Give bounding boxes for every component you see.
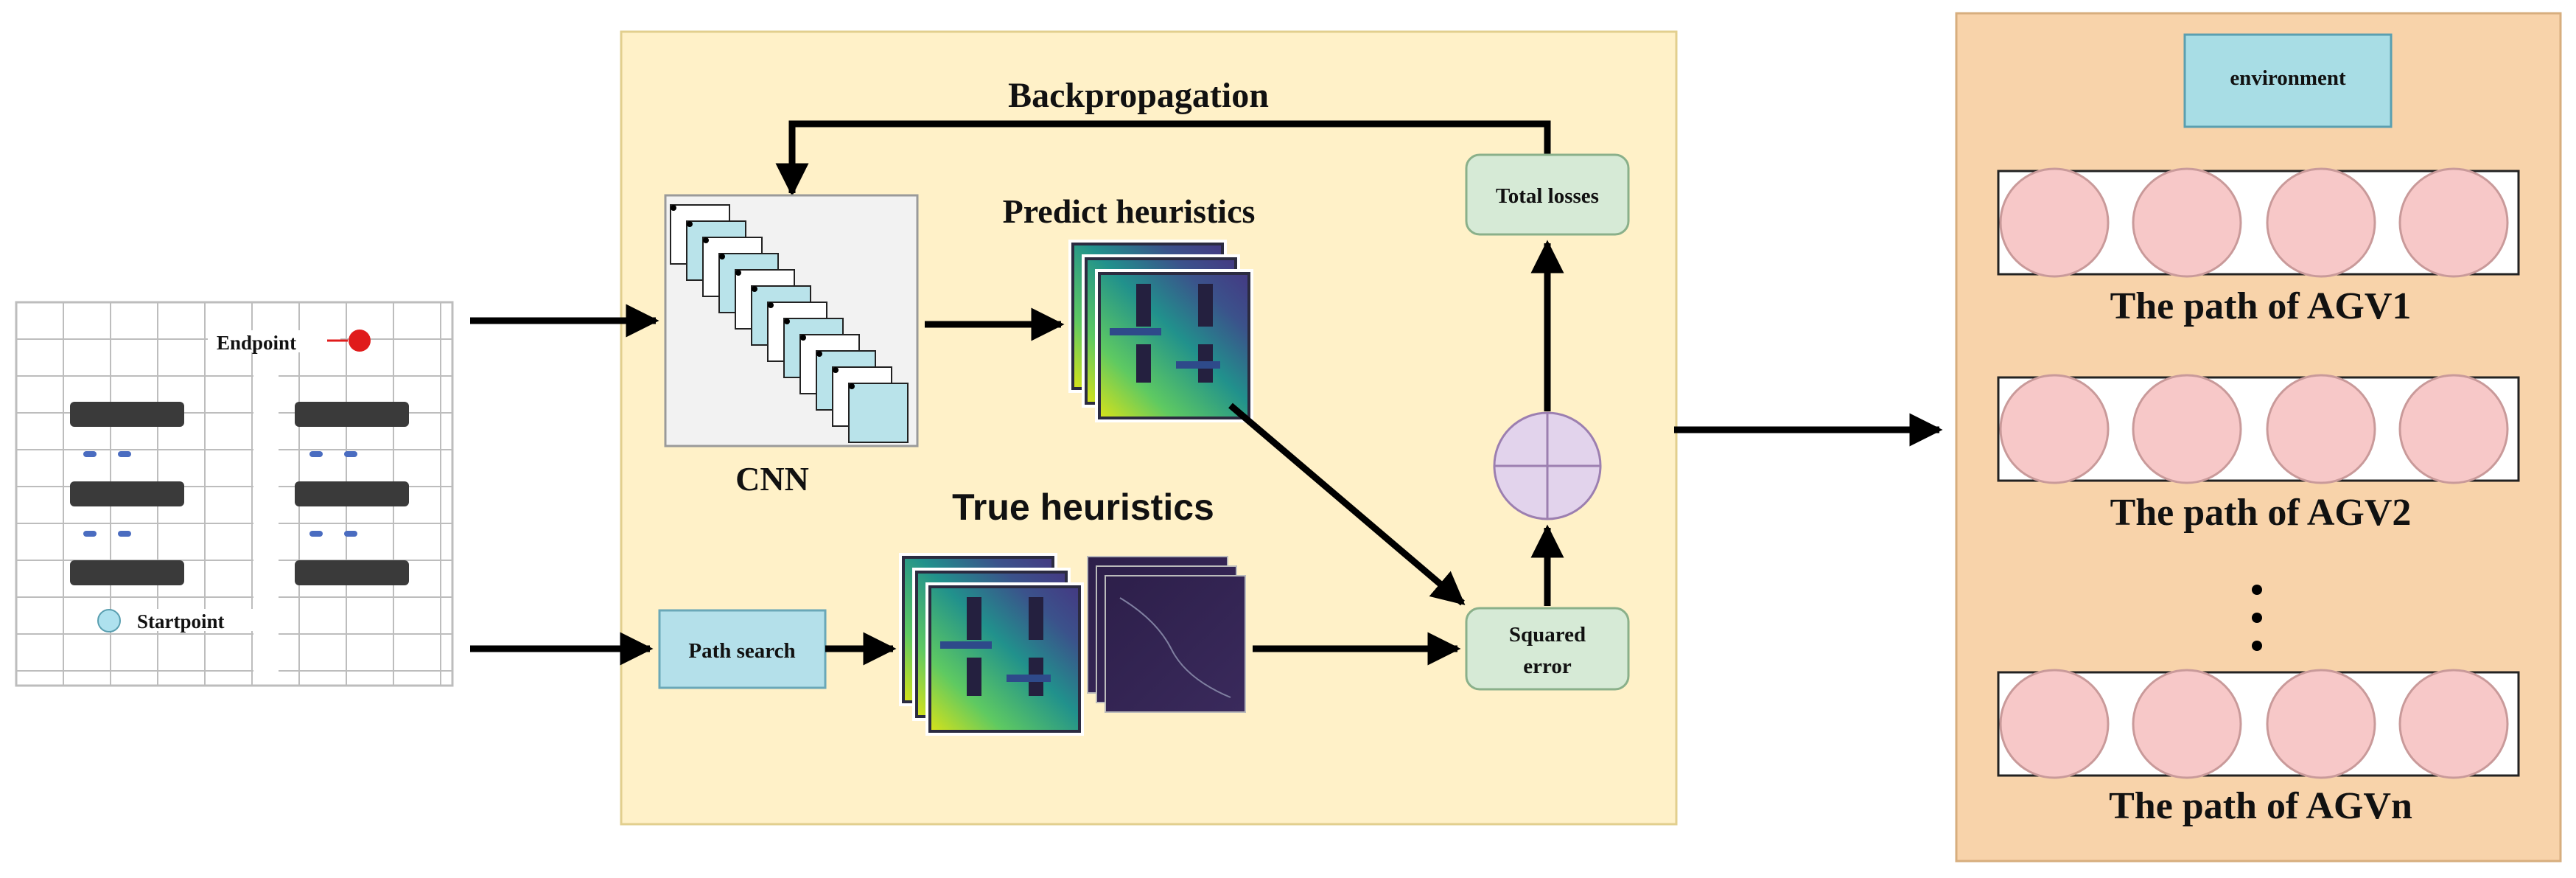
path-node-circle bbox=[2398, 669, 2509, 779]
summation-circle-icon bbox=[1493, 411, 1602, 520]
endpoint-label: Endpoint bbox=[217, 332, 296, 354]
cnn-layer-dot bbox=[849, 383, 855, 389]
path-node-circle bbox=[1999, 374, 2110, 484]
cnn-label: CNN bbox=[735, 460, 809, 498]
path-node-circle bbox=[2132, 167, 2242, 278]
squared-error-node bbox=[1465, 607, 1630, 691]
predict-heuristics-label: Predict heuristics bbox=[1003, 192, 1256, 230]
backprop-arrow bbox=[775, 120, 1551, 197]
cnn-layer-dot bbox=[703, 237, 709, 243]
endpoint-marker bbox=[349, 330, 371, 352]
rack bbox=[70, 560, 184, 585]
path-node-circle bbox=[2266, 167, 2376, 278]
total-losses-label: Total losses bbox=[1496, 184, 1599, 208]
obstacle-racks bbox=[70, 402, 409, 585]
cnn-layer-dot bbox=[671, 205, 676, 211]
cnn-layer-dot bbox=[687, 221, 693, 227]
path-node-circle bbox=[1999, 167, 2110, 278]
cnn-layer-dot bbox=[800, 335, 806, 341]
true-heuristics-maps bbox=[899, 553, 1246, 736]
path-node-circle bbox=[2266, 669, 2376, 779]
cnn-layer-dot bbox=[833, 367, 839, 373]
path-node-circle bbox=[2398, 167, 2509, 278]
path-node-circle bbox=[2132, 669, 2242, 779]
flow-arrows bbox=[470, 240, 1943, 666]
path-search-node bbox=[658, 609, 827, 689]
vertical-ellipsis-icon bbox=[2252, 585, 2262, 651]
squared-error-label-line1: Squared bbox=[1509, 623, 1586, 647]
grid-map: Endpoint Startpoint bbox=[15, 301, 454, 687]
agv-path-rows bbox=[1997, 167, 2520, 779]
rack bbox=[70, 481, 184, 506]
path-search-label: Path search bbox=[688, 639, 795, 663]
environment-label: environment bbox=[2230, 66, 2346, 90]
rack bbox=[70, 402, 184, 427]
cnn-layer-stack bbox=[670, 204, 909, 443]
backpropagation-label: Backpropagation bbox=[1008, 76, 1269, 115]
squared-error-label-line2: error bbox=[1523, 655, 1572, 678]
door-markers bbox=[83, 451, 357, 537]
path-node-circle bbox=[2398, 374, 2509, 484]
true-heuristics-label: True heuristics bbox=[952, 487, 1214, 528]
cnn-layer-dot bbox=[752, 286, 757, 292]
startpoint-marker bbox=[97, 609, 121, 633]
rack bbox=[295, 402, 409, 427]
rack bbox=[295, 560, 409, 585]
path-node-circle bbox=[2132, 374, 2242, 484]
cnn-layer-dot bbox=[784, 318, 790, 324]
cnn-layer-dot bbox=[735, 270, 741, 276]
predict-heuristics-maps bbox=[1068, 240, 1253, 422]
total-losses-node bbox=[1465, 153, 1630, 236]
path-node-circle bbox=[2266, 374, 2376, 484]
cnn-layer-dot bbox=[768, 302, 774, 308]
agvn-path-label: The path of AGVn bbox=[2109, 785, 2412, 827]
agv1-path-label: The path of AGV1 bbox=[2110, 285, 2412, 327]
cnn-layer bbox=[848, 383, 909, 443]
startpoint-label: Startpoint bbox=[137, 610, 225, 633]
cnn-layer-dot bbox=[816, 351, 822, 357]
rack bbox=[295, 481, 409, 506]
cnn-block: CNN bbox=[664, 194, 919, 498]
agv2-path-label: The path of AGV2 bbox=[2110, 492, 2412, 534]
environment-node bbox=[2183, 33, 2393, 128]
predict-to-error-arrow bbox=[1228, 403, 1466, 606]
cnn-layer-dot bbox=[719, 254, 725, 259]
path-node-circle bbox=[1999, 669, 2110, 779]
